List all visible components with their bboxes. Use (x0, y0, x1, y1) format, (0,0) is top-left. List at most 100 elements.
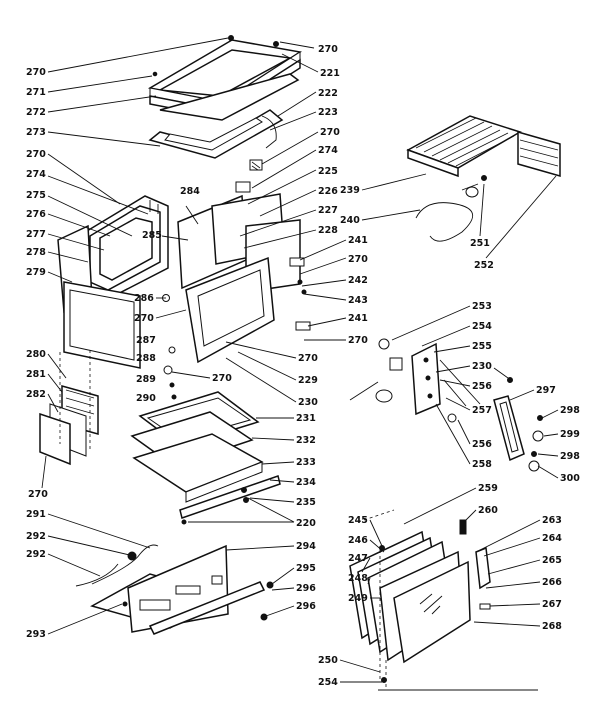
callout-266: 266 (542, 577, 562, 588)
igniter-hardware (235, 159, 263, 193)
callout-270: 270 (134, 313, 154, 324)
callout-259: 259 (478, 483, 498, 494)
callout-246: 246 (348, 535, 368, 546)
callout-250: 250 (318, 655, 338, 666)
callout-291: 291 (26, 509, 46, 520)
callout-285: 285 (142, 230, 162, 241)
callout-270: 270 (348, 254, 368, 265)
callout-256: 256 (472, 439, 492, 450)
callout-225: 225 (318, 166, 338, 177)
callout-275: 275 (26, 190, 46, 201)
oven-lower-side-parts (39, 350, 99, 466)
callout-223: 223 (318, 107, 338, 118)
callout-241: 241 (348, 313, 368, 324)
callout-298: 298 (560, 405, 580, 416)
callout-289: 289 (136, 374, 156, 385)
callout-281: 281 (26, 369, 46, 380)
light-and-hinge-parts (349, 338, 544, 472)
callout-227: 227 (318, 205, 338, 216)
callout-293: 293 (26, 629, 46, 640)
callout-282: 282 (26, 389, 46, 400)
callout-232: 232 (296, 435, 316, 446)
callout-labels: 270 270 221 271 222 272 223 273 270 270 … (26, 44, 580, 688)
callout-280: 280 (26, 349, 46, 360)
callout-245: 245 (348, 515, 368, 526)
leader-lines (41, 37, 559, 683)
callout-270: 270 (26, 149, 46, 160)
callout-226: 226 (318, 186, 338, 197)
callout-220: 220 (296, 518, 316, 529)
callout-270: 270 (298, 353, 318, 364)
callout-276: 276 (26, 209, 46, 220)
callout-241: 241 (348, 235, 368, 246)
latch-hardware (162, 294, 177, 400)
callout-271: 271 (26, 87, 46, 98)
callout-231: 231 (296, 413, 316, 424)
callout-274: 274 (318, 145, 338, 156)
callout-260: 260 (478, 505, 498, 516)
callout-230: 230 (298, 397, 318, 408)
callout-243: 243 (348, 295, 368, 306)
callout-258: 258 (472, 459, 492, 470)
callout-230: 230 (472, 361, 492, 372)
callout-263: 263 (542, 515, 562, 526)
callout-270: 270 (26, 67, 46, 78)
callout-292: 292 (26, 549, 46, 560)
callout-252: 252 (474, 260, 494, 271)
callout-251: 251 (470, 238, 490, 249)
callout-296: 296 (296, 601, 316, 612)
callout-242: 242 (348, 275, 368, 286)
drawer-front-assembly (75, 544, 274, 635)
callout-240: 240 (340, 215, 360, 226)
callout-239: 239 (340, 185, 360, 196)
callout-254: 254 (472, 321, 492, 332)
callout-233: 233 (296, 457, 316, 468)
callout-270: 270 (28, 489, 48, 500)
callout-300: 300 (560, 473, 580, 484)
broiler-pan-assembly (130, 391, 281, 525)
callout-270: 270 (320, 127, 340, 138)
callout-288: 288 (136, 353, 156, 364)
callout-267: 267 (542, 599, 562, 610)
callout-296: 296 (296, 583, 316, 594)
oven-door-assembly (349, 509, 538, 691)
callout-249: 249 (348, 593, 368, 604)
callout-257: 257 (472, 405, 492, 416)
callout-255: 255 (472, 341, 492, 352)
callout-265: 265 (542, 555, 562, 566)
callout-284: 284 (180, 186, 200, 197)
oven-front-frame (185, 256, 311, 364)
callout-286: 286 (134, 293, 154, 304)
callout-272: 272 (26, 107, 46, 118)
callout-278: 278 (26, 247, 46, 258)
callout-235: 235 (296, 497, 316, 508)
callout-228: 228 (318, 225, 338, 236)
callout-297: 297 (536, 385, 556, 396)
callout-222: 222 (318, 88, 338, 99)
callout-264: 264 (542, 533, 562, 544)
callout-277: 277 (26, 229, 46, 240)
callout-298: 298 (560, 451, 580, 462)
callout-292: 292 (26, 531, 46, 542)
top-frame-assembly (147, 35, 303, 159)
callout-229: 229 (298, 375, 318, 386)
callout-270: 270 (212, 373, 232, 384)
callout-270: 270 (348, 335, 368, 346)
callout-253: 253 (472, 301, 492, 312)
callout-234: 234 (296, 477, 316, 488)
callout-279: 279 (26, 267, 46, 278)
callout-268: 268 (542, 621, 562, 632)
callout-290: 290 (136, 393, 156, 404)
callout-248: 248 (348, 573, 368, 584)
callout-294: 294 (296, 541, 316, 552)
oven-rack-and-element (406, 115, 561, 242)
callout-254: 254 (318, 677, 338, 688)
callout-256: 256 (472, 381, 492, 392)
callout-274: 274 (26, 169, 46, 180)
callout-247: 247 (348, 553, 368, 564)
callout-299: 299 (560, 429, 580, 440)
callout-273: 273 (26, 127, 46, 138)
callout-270: 270 (318, 44, 338, 55)
callout-221: 221 (320, 68, 340, 79)
